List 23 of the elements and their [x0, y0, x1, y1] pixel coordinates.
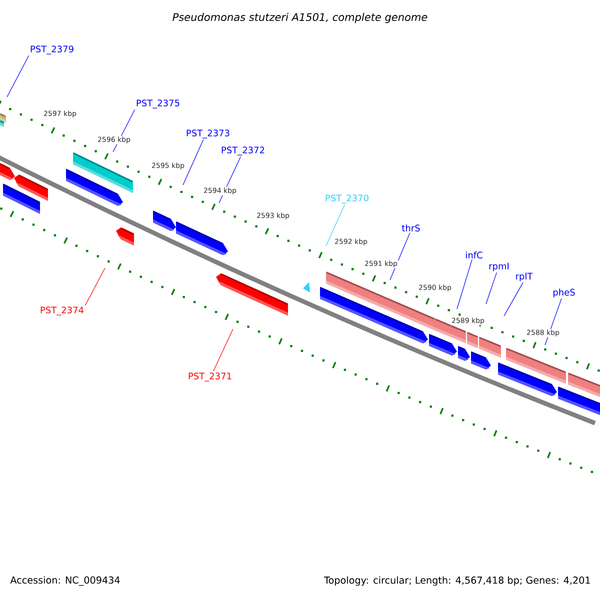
- leader-line: [182, 139, 204, 186]
- gene-label: PST_2372: [222, 146, 264, 156]
- gene-label: PST_2374: [40, 306, 84, 316]
- leader-line: [6, 55, 30, 98]
- footer-text: Accession: NC_009434: [10, 576, 120, 586]
- leader-line: [456, 259, 472, 310]
- gene-label: rplT: [516, 272, 533, 282]
- title: Pseudomonas stutzeri A1501, complete genome: [172, 12, 428, 24]
- gene-label: pheS: [554, 288, 575, 298]
- gene-label: PST_2373: [186, 130, 230, 138]
- leader-line: [212, 328, 234, 372]
- gene-label: PST_2371: [188, 372, 232, 382]
- gene-label: rpmI: [489, 262, 509, 272]
- gene-label: PST_2379: [30, 46, 74, 54]
- gene-label: thrS: [402, 224, 420, 232]
- leader-line: [486, 272, 497, 304]
- gene-label: infC: [466, 252, 482, 258]
- gene-label: PST_2375: [136, 100, 180, 108]
- leader-line: [326, 204, 345, 246]
- footer-text: Topology: circular; Length: 4,567,418 bp; Genes: 4,201: [324, 576, 590, 586]
- leader-line: [504, 282, 524, 316]
- gene-label: PST_2370: [326, 194, 368, 204]
- leader-line: [84, 268, 106, 306]
